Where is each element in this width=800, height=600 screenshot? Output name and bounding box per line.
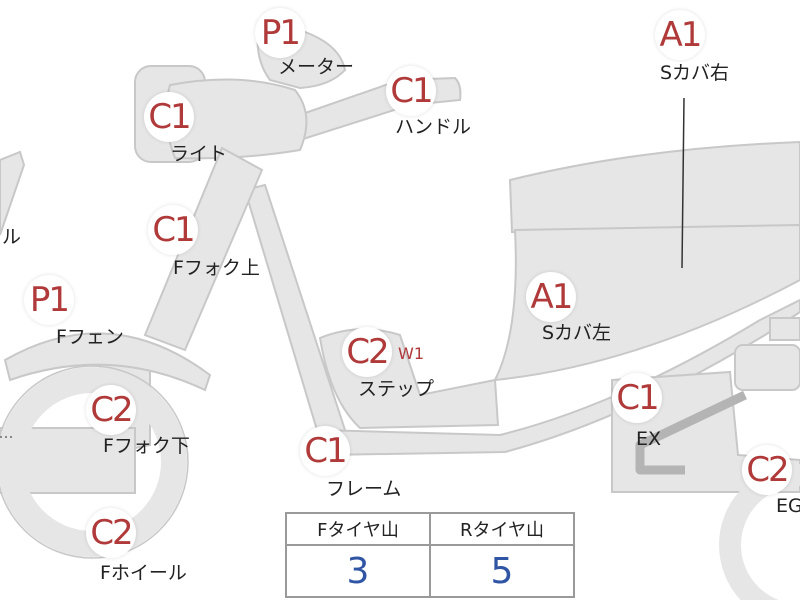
frame-code-badge: C1 [300, 426, 350, 476]
left-mirror-label: ル [2, 226, 22, 248]
engine-label: EG [776, 495, 800, 517]
front-fender-shape [3, 332, 212, 392]
side-cover-left-code-badge: A1 [526, 272, 576, 322]
fork-upper-code-badge: C1 [148, 205, 198, 255]
left-mirror-shape [0, 150, 26, 236]
exhaust-label: EX [636, 428, 662, 450]
exhaust-pipe [635, 390, 747, 475]
fork-upper-shape [143, 146, 264, 352]
exhaust-code-badge: C1 [612, 373, 662, 423]
rear-tire-value: 5 [429, 544, 575, 598]
engine-block [734, 344, 800, 391]
front-wheel-label: Fホイール [100, 562, 187, 584]
meter-code-badge: P1 [255, 8, 305, 58]
tire-table-header-row: Fタイヤ山 Rタイヤ山 [285, 512, 575, 546]
fork-lower-code-badge: C2 [86, 385, 136, 435]
light-label: ライト [170, 143, 228, 165]
side-cover-right-code-badge: A1 [655, 10, 705, 60]
front-fender-code-badge: P1 [24, 275, 74, 325]
frame-label: フレーム [326, 478, 402, 500]
front-wheel-code-badge: C2 [86, 508, 136, 558]
handle-label: ハンドル [395, 116, 472, 138]
step-sub-code: W1 [398, 344, 424, 363]
rear-tire-header: Rタイヤ山 [429, 512, 575, 546]
front-fender-label: Fフェン [56, 326, 124, 348]
front-tire-value: 3 [285, 544, 431, 598]
leader-line [681, 97, 685, 269]
fork-lower-label: Fフォク下 [103, 435, 190, 457]
step-code-badge: C2 [342, 327, 392, 377]
side-cover-shape [493, 223, 800, 382]
engine-top [769, 317, 800, 341]
light-code-badge: C1 [144, 92, 194, 142]
meter-label: メーター [278, 56, 355, 78]
frame-rear-strut [243, 183, 347, 442]
handle-cover-shape [165, 78, 308, 160]
fork-upper-label: Fフォク上 [173, 257, 260, 279]
tire-tread-table: Fタイヤ山 Rタイヤ山 3 5 [285, 512, 575, 598]
handle-code-badge: C1 [386, 66, 436, 116]
tire-table-value-row: 3 5 [285, 544, 575, 598]
side-cover-left-label: Sカバ左 [542, 322, 612, 344]
step-label: ステップ [358, 378, 435, 400]
side-cover-right-label: Sカバ右 [660, 62, 730, 84]
front-tire-outline [0, 365, 189, 559]
main-frame-shape [318, 298, 800, 457]
front-tire-header: Fタイヤ山 [285, 512, 431, 546]
engine-code-badge: C2 [742, 445, 792, 495]
seat-shape [508, 140, 800, 236]
rear-tire [719, 464, 800, 600]
